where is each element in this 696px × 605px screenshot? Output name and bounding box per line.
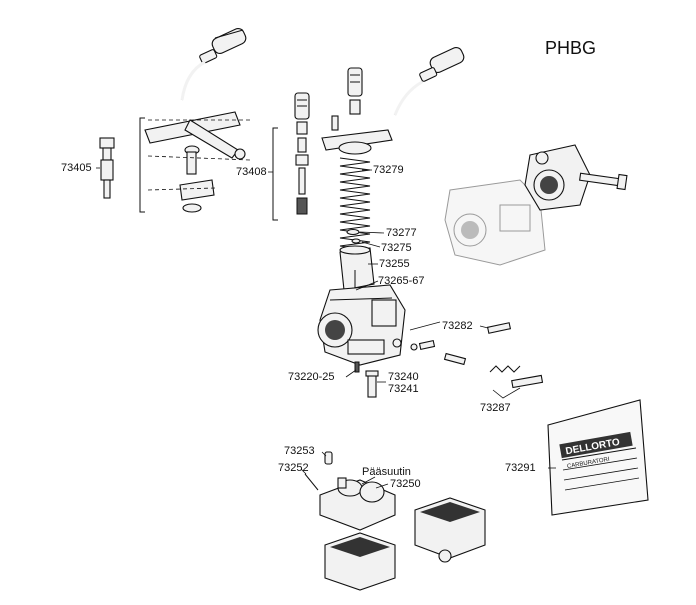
slide-cap-parts <box>321 67 393 155</box>
float-pin-73252 <box>304 473 319 491</box>
cable-adjuster-right <box>393 46 465 116</box>
float-bowl-left <box>324 532 396 591</box>
label-73255: 73255 <box>379 258 410 270</box>
leader-lines <box>96 167 556 489</box>
label-73287: 73287 <box>480 402 511 414</box>
washer-73275 <box>351 238 361 244</box>
label-73408: 73408 <box>236 166 267 178</box>
carburettor-assembled-ghost <box>444 179 546 266</box>
float-needle-73253 <box>324 451 333 465</box>
label-73265-67: 73265-67 <box>378 275 425 287</box>
idle-screw-73220 <box>354 361 360 373</box>
carburettor-body <box>317 284 406 366</box>
gasket-packet-73291 <box>547 399 649 516</box>
part-73405-screw <box>99 137 115 199</box>
label-73220-25: 73220-25 <box>288 371 335 383</box>
label-73253: 73253 <box>284 445 315 457</box>
jet-73240 <box>365 370 379 398</box>
screw-spring-73287 <box>489 365 544 399</box>
label-73240: 73240 <box>388 371 419 383</box>
label-paasuutin: Pääsuutin <box>362 466 411 478</box>
label-73252: 73252 <box>278 462 309 474</box>
label-73275: 73275 <box>381 242 412 254</box>
intake-clamp <box>524 144 628 211</box>
screw-set-73282 <box>409 321 512 366</box>
needle-clip-73277 <box>346 228 360 236</box>
float-bowl-right <box>414 497 486 563</box>
label-73279: 73279 <box>373 164 404 176</box>
label-73291: 73291 <box>505 462 536 474</box>
spring-73279 <box>339 157 371 251</box>
label-73405: 73405 <box>61 162 92 174</box>
label-73282: 73282 <box>442 320 473 332</box>
choke-lever-assembly <box>144 111 251 213</box>
cable-adjuster-left <box>180 27 247 101</box>
label-73250: 73250 <box>390 478 421 490</box>
part-73408-column <box>294 92 310 215</box>
label-73277: 73277 <box>386 227 417 239</box>
page-title: PHBG <box>545 38 597 58</box>
throttle-slide-73255 <box>339 245 375 296</box>
label-73241: 73241 <box>388 383 419 395</box>
float-assembly-73250 <box>319 477 396 531</box>
